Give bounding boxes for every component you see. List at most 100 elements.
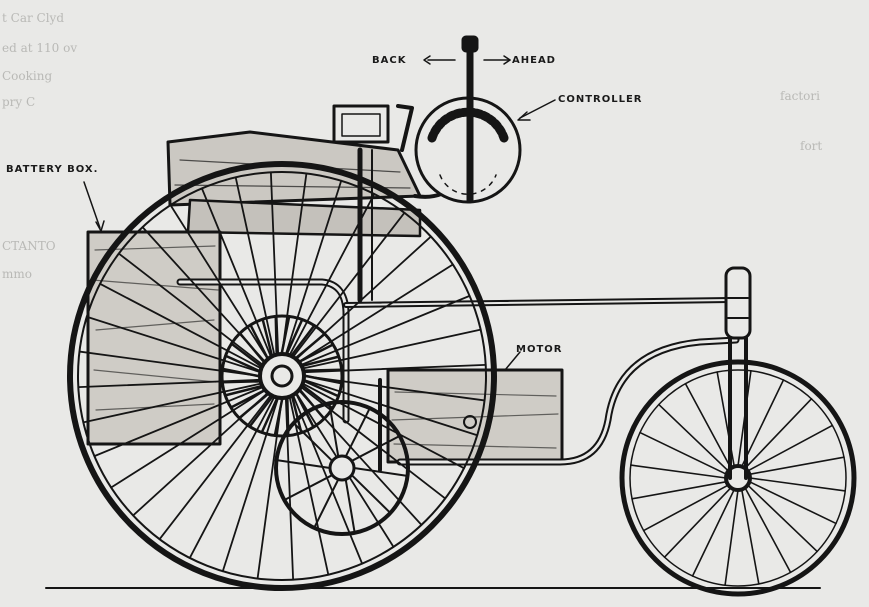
front-wheel-spoke bbox=[642, 484, 730, 532]
sprocket-tooth bbox=[302, 355, 341, 367]
front-wheel bbox=[619, 359, 857, 597]
rear-wheel-spoke bbox=[302, 378, 479, 437]
sprocket-tooth bbox=[291, 324, 316, 356]
rear-wheel-spoke bbox=[200, 187, 272, 358]
controller bbox=[414, 35, 522, 204]
bleed-through-text: t Car Clyd ed at 110 ov Cooking pry C fa… bbox=[2, 11, 822, 281]
rear-wheel-spoke bbox=[292, 211, 406, 358]
rear-wheel-spoke bbox=[234, 176, 276, 357]
bleed-text-4: pry C bbox=[2, 95, 35, 109]
sprocket-tooth bbox=[286, 318, 304, 354]
front-wheel-spoke bbox=[740, 488, 760, 585]
rear-wheel-spoke bbox=[281, 172, 308, 355]
rear-wheel-spoke bbox=[93, 386, 264, 458]
rear-wheel-spoke bbox=[300, 294, 471, 366]
sprocket-tooth bbox=[280, 315, 291, 354]
bleed-text-8: mmo bbox=[2, 267, 32, 281]
rear-wheel-spoke bbox=[284, 179, 343, 356]
sprocket-tooth bbox=[230, 342, 262, 367]
rear-wheel-spoke bbox=[110, 389, 267, 489]
front-wheel-spoke bbox=[691, 488, 736, 577]
sprocket-tooth bbox=[261, 317, 273, 356]
sprocket-tooth bbox=[229, 389, 265, 409]
front-wheel-spoke bbox=[744, 398, 813, 470]
front-wheel-spoke bbox=[740, 379, 785, 468]
sprocket-tooth bbox=[249, 323, 269, 359]
drive-wheel bbox=[274, 400, 410, 536]
sprocket-tooth bbox=[274, 315, 278, 354]
rear-wheel-spoke bbox=[292, 394, 364, 565]
rear-wheel-spoke bbox=[188, 395, 276, 559]
drive-wheel-spoke bbox=[314, 478, 340, 528]
rear-wheel-spoke bbox=[303, 375, 486, 402]
bleed-text-3: Cooking bbox=[2, 69, 52, 83]
sprocket-tooth bbox=[304, 368, 343, 372]
front-wheel-spoke bbox=[658, 403, 730, 472]
bleed-text-2: ed at 110 ov bbox=[2, 41, 77, 55]
rear-wheel-spoke bbox=[301, 328, 482, 370]
bleed-text-5: factori bbox=[780, 89, 820, 103]
leader-lines bbox=[83, 55, 556, 371]
front-wheel-spoke bbox=[744, 486, 792, 574]
frame bbox=[176, 278, 740, 472]
label-motor: MOTOR bbox=[516, 344, 562, 355]
front-wheel-spoke bbox=[749, 477, 847, 492]
sprocket-tooth bbox=[304, 380, 340, 398]
label-back: BACK bbox=[372, 55, 407, 66]
rear-wheel-spoke bbox=[158, 394, 272, 541]
rear-wheel-spoke bbox=[117, 252, 264, 366]
rear-wheel-spoke bbox=[78, 350, 261, 377]
rear-wheel-spoke bbox=[99, 282, 263, 370]
sprocket-tooth bbox=[299, 343, 335, 363]
sprocket-tooth bbox=[221, 380, 260, 384]
sprocket-tooth bbox=[238, 331, 265, 363]
rear-wheel-spoke bbox=[169, 204, 269, 361]
sprocket-tooth bbox=[295, 332, 327, 359]
label-ahead: AHEAD bbox=[512, 55, 556, 66]
front-fork bbox=[724, 266, 752, 480]
front-wheel-spoke bbox=[631, 480, 728, 500]
sprocket-tooth bbox=[224, 354, 260, 372]
drive-wheel-spoke bbox=[350, 474, 390, 513]
sprocket-tooth bbox=[291, 396, 303, 435]
front-wheel-spoke bbox=[663, 486, 732, 558]
rear-wheel-spoke bbox=[301, 382, 465, 470]
front-wheel-spoke bbox=[746, 424, 834, 472]
drive-wheel-spoke bbox=[294, 423, 334, 462]
sprocket-tooth bbox=[237, 393, 269, 420]
front-wheel-spoke bbox=[639, 431, 728, 476]
front-wheel-spoke bbox=[629, 464, 727, 479]
sprocket-tooth bbox=[304, 374, 343, 385]
front-wheel-spoke bbox=[746, 484, 818, 553]
sprocket-tooth bbox=[260, 398, 278, 434]
sprocket-tooth bbox=[248, 396, 273, 428]
drive-wheel-spoke bbox=[285, 474, 334, 501]
diagram-labels: BACK AHEAD CONTROLLER BATTERY BOX. MOTOR bbox=[6, 55, 643, 355]
rear-wheel-spoke bbox=[256, 397, 283, 580]
bleed-text-6: fort bbox=[800, 139, 822, 153]
label-controller: CONTROLLER bbox=[558, 94, 643, 105]
drive-wheel-spoke bbox=[350, 435, 399, 462]
drive-wheel-spoke bbox=[344, 478, 356, 532]
rear-wheel-spoke bbox=[297, 263, 454, 363]
front-wheel-spoke bbox=[748, 480, 837, 525]
rear-wheel-spoke bbox=[288, 193, 376, 357]
sprocket-tooth bbox=[223, 385, 262, 397]
drive-wheel-spoke bbox=[277, 459, 331, 469]
bleed-text-7: CTANTO bbox=[2, 239, 56, 253]
bleed-text-1: t Car Clyd bbox=[2, 11, 64, 25]
front-wheel-spoke bbox=[684, 382, 732, 470]
front-wheel-spoke bbox=[724, 489, 739, 587]
rear-wheel-spoke bbox=[82, 382, 263, 424]
sprocket-tooth bbox=[299, 389, 326, 421]
drive-wheel-spoke bbox=[353, 467, 407, 477]
drive-wheel-spoke bbox=[328, 404, 340, 458]
label-battery-box: BATTERY BOX. bbox=[6, 164, 98, 175]
seat-body bbox=[166, 130, 422, 238]
front-wheel-spoke bbox=[748, 456, 845, 476]
rear-wheel-spoke bbox=[85, 315, 262, 374]
sprocket-tooth bbox=[221, 367, 260, 378]
rear-wheel-spoke bbox=[221, 396, 280, 573]
